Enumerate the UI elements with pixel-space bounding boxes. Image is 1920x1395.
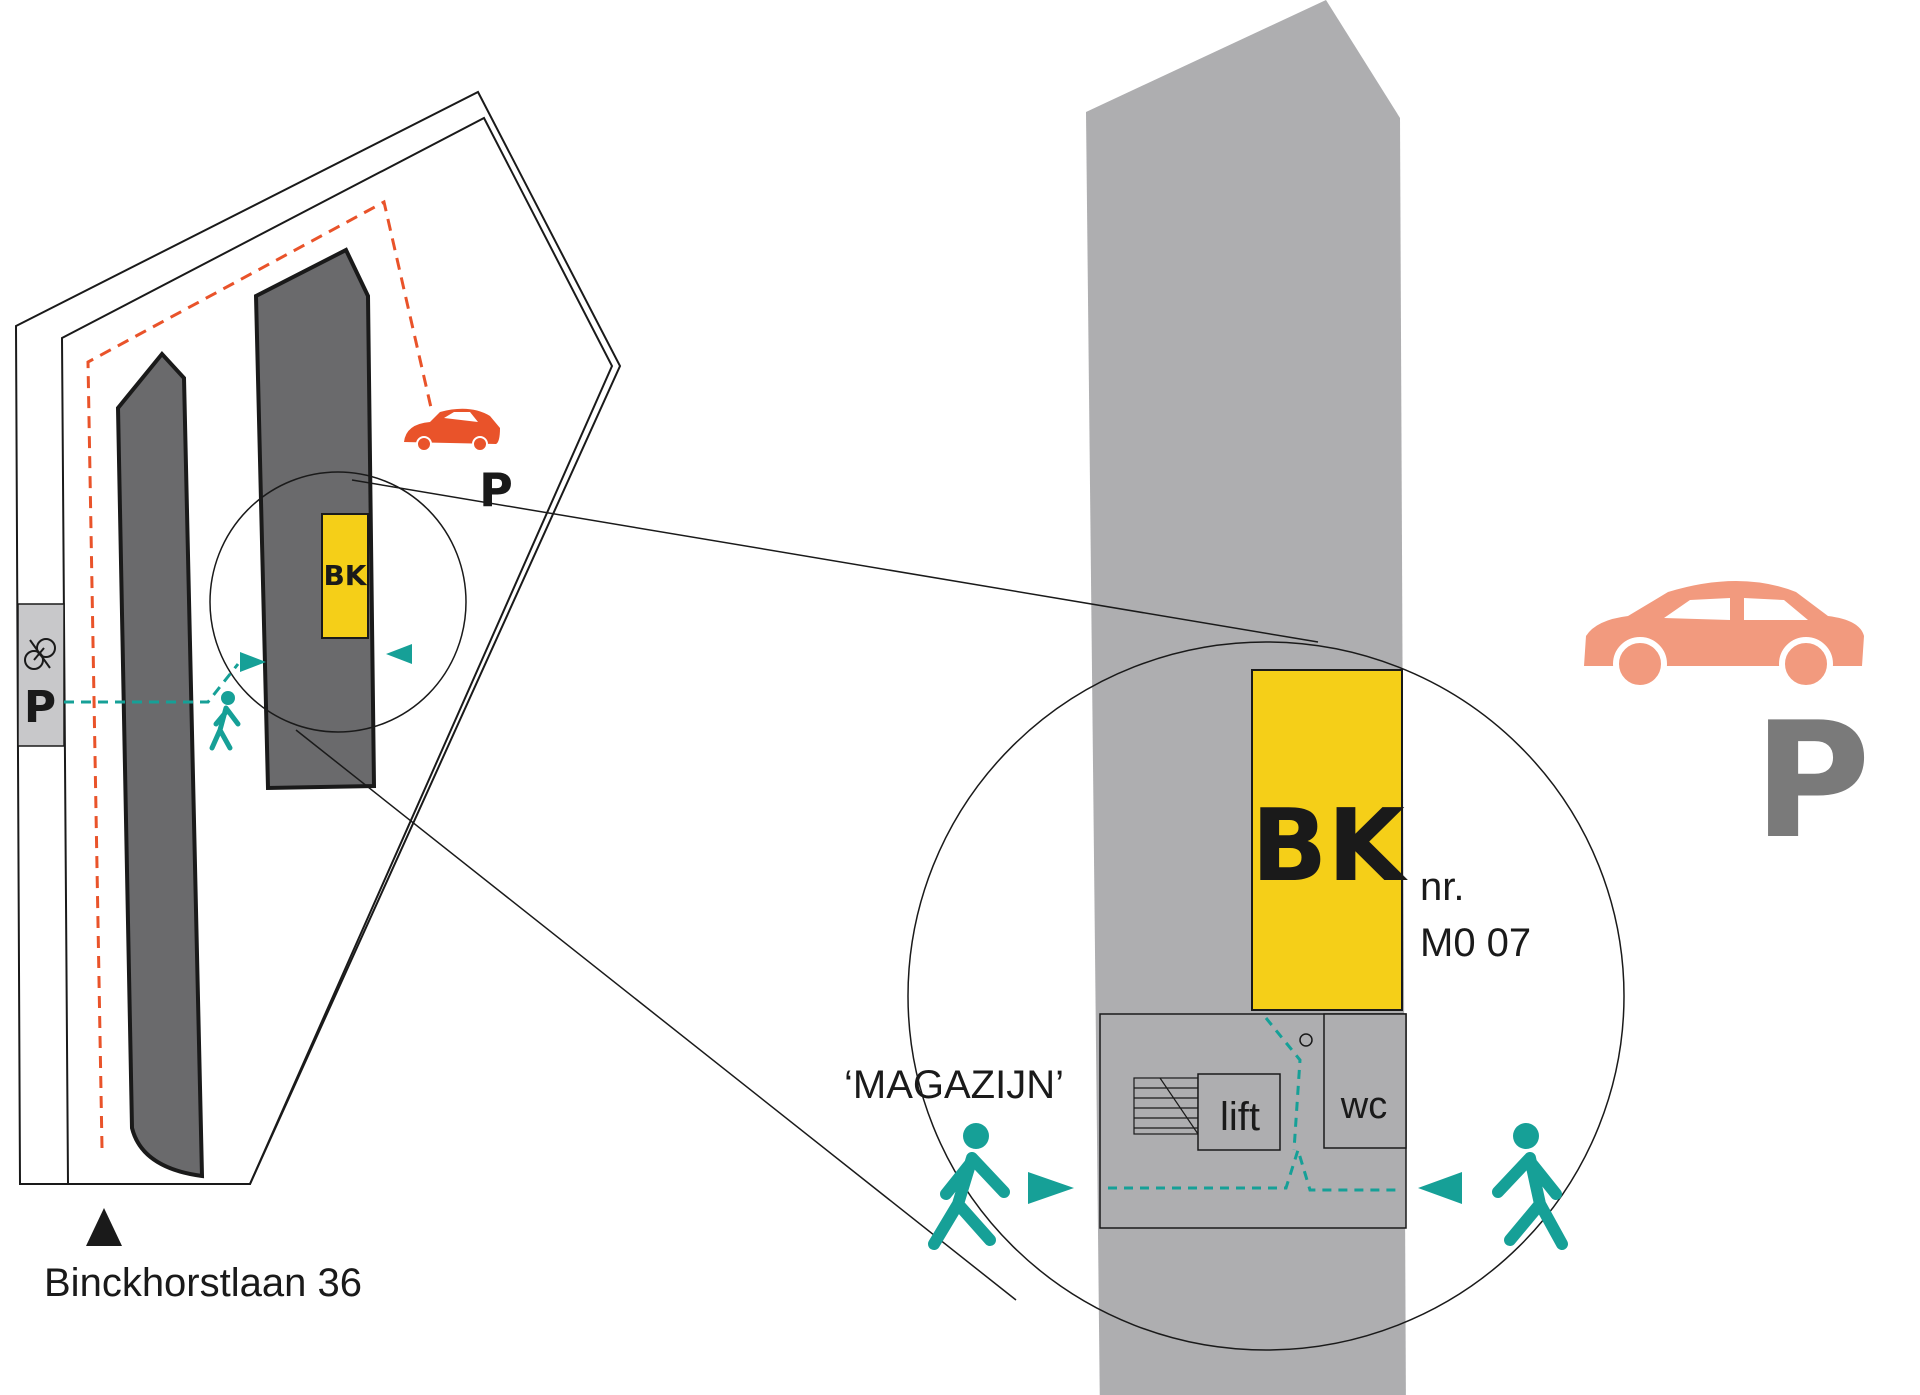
magazijn-label: ‘MAGAZIJN’ bbox=[844, 1063, 1064, 1107]
bike-parking-label: P bbox=[24, 682, 56, 733]
car-icon bbox=[1584, 581, 1864, 691]
zoom-circle-small bbox=[209, 471, 467, 733]
car-icon bbox=[404, 408, 500, 452]
lift-shaft bbox=[1197, 1073, 1281, 1151]
bicycle-icon bbox=[24, 638, 56, 670]
building-right bbox=[253, 247, 377, 791]
unit-logo-small: BK bbox=[323, 559, 367, 592]
zoom-connector-top bbox=[351, 479, 1319, 643]
direction-triangle-icon bbox=[240, 652, 266, 672]
walk-route-to-unit bbox=[1264, 1017, 1302, 1151]
pedestrian-icon bbox=[928, 1123, 1010, 1250]
direction-triangle-icon bbox=[1028, 1172, 1074, 1204]
walk-route-line bbox=[64, 663, 240, 704]
entrance-arrow-icon bbox=[86, 1208, 122, 1246]
bike-parking-box bbox=[17, 603, 65, 747]
unit-logo: BK bbox=[1251, 787, 1408, 904]
site-plan: BK P P Binckhorstlaan bbox=[14, 90, 622, 1305]
address-label: Binckhorstlaan 36 bbox=[44, 1261, 362, 1305]
lift-label: lift bbox=[1220, 1095, 1260, 1139]
unit-number-line2: M0 07 bbox=[1420, 921, 1531, 965]
unit-location-marker bbox=[321, 513, 369, 639]
car-route-line bbox=[86, 199, 434, 1149]
pedestrian-icon bbox=[209, 691, 241, 751]
wc-label: wc bbox=[1340, 1085, 1387, 1127]
zoom-connector-bottom bbox=[295, 729, 1017, 1301]
pedestrian-icon bbox=[1492, 1123, 1568, 1250]
detail-view: BK nr. M0 07 wc lift ‘MAGAZIJN’ bbox=[295, 0, 1871, 1395]
walk-route-detail bbox=[1108, 1144, 1400, 1192]
unit-block bbox=[1251, 669, 1403, 1011]
building-left bbox=[115, 350, 205, 1179]
direction-triangle-icon bbox=[386, 644, 412, 664]
plot-boundary bbox=[60, 116, 614, 1185]
zoom-circle-large bbox=[907, 641, 1625, 1351]
wc-room bbox=[1323, 1013, 1407, 1149]
car-parking-label: P bbox=[479, 463, 513, 517]
column-marker bbox=[1299, 1033, 1313, 1047]
direction-triangle-icon bbox=[1418, 1172, 1462, 1204]
unit-number-line1: nr. bbox=[1420, 865, 1464, 909]
parking-label-large: P bbox=[1753, 687, 1870, 874]
